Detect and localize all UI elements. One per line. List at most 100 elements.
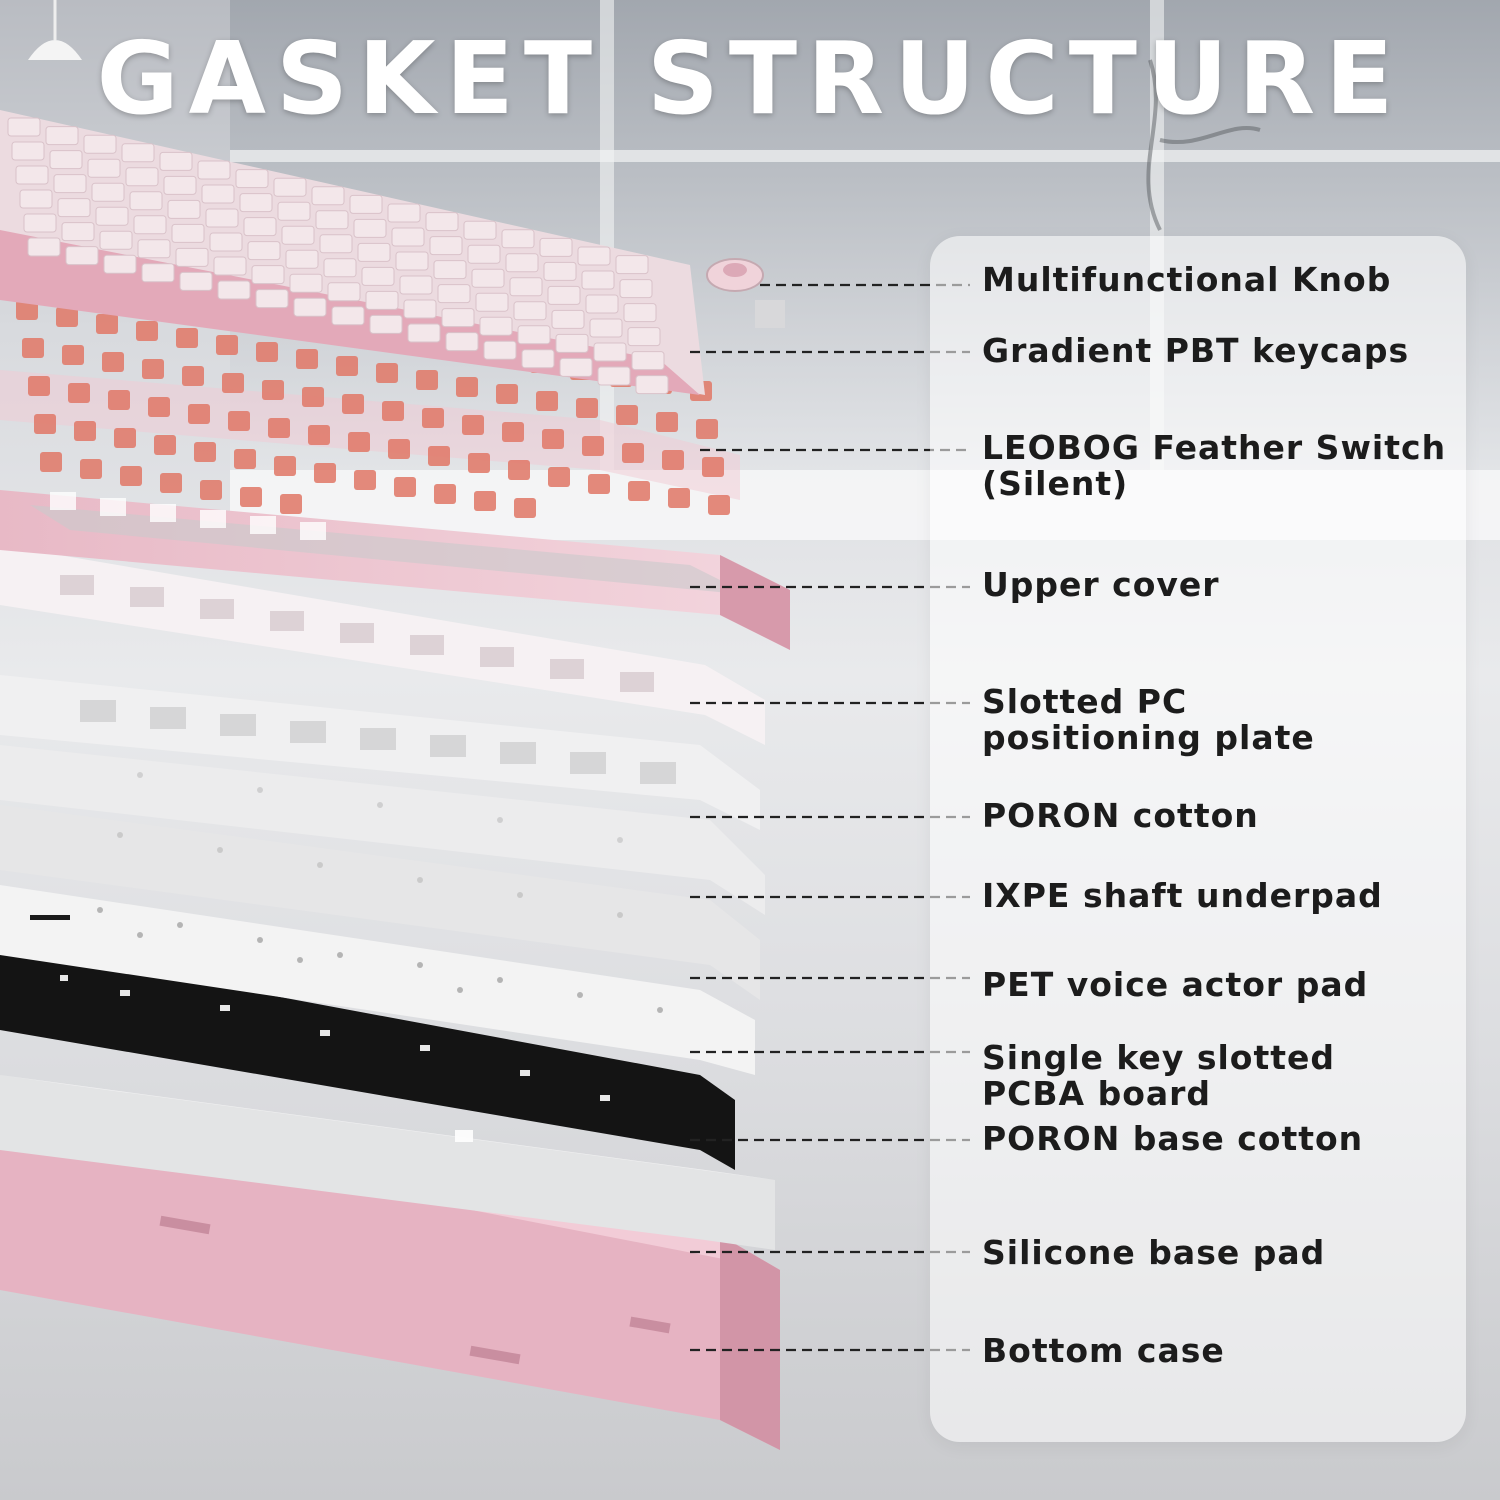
switch <box>342 394 364 414</box>
switch <box>62 345 84 365</box>
keycap <box>312 187 344 205</box>
keycap <box>358 243 390 261</box>
keycap <box>332 307 364 325</box>
keycap <box>24 214 56 232</box>
callout-pcba: Single key slotted PCBA board <box>982 1040 1452 1112</box>
switch <box>456 377 478 397</box>
keycap <box>362 267 394 285</box>
keycap <box>286 250 318 268</box>
switch <box>428 446 450 466</box>
keycap <box>126 168 158 186</box>
keycap <box>578 247 610 265</box>
switch <box>80 459 102 479</box>
callout-knob: Multifunctional Knob <box>982 262 1452 298</box>
switch <box>34 414 56 434</box>
switch <box>662 450 684 470</box>
switch <box>120 466 142 486</box>
switch <box>434 484 456 504</box>
keycap <box>552 310 584 328</box>
switch <box>536 391 558 411</box>
keycap <box>54 175 86 193</box>
keycap <box>164 176 196 194</box>
switch <box>514 498 536 518</box>
keycap <box>282 226 314 244</box>
switch <box>628 481 650 501</box>
callout-keycaps: Gradient PBT keycaps <box>982 333 1452 369</box>
keycap <box>50 151 82 169</box>
keycap <box>388 204 420 222</box>
keycap <box>514 302 546 320</box>
keycap <box>408 324 440 342</box>
switch <box>462 415 484 435</box>
keycap <box>396 252 428 270</box>
switch <box>194 442 216 462</box>
keycap <box>522 350 554 368</box>
keycap <box>400 276 432 294</box>
keycap <box>104 255 136 273</box>
keycap <box>366 291 398 309</box>
keycap <box>548 286 580 304</box>
keycap <box>616 256 648 274</box>
switch <box>108 390 130 410</box>
keycap <box>274 178 306 196</box>
switch <box>68 383 90 403</box>
switch <box>708 495 730 515</box>
keycap <box>96 207 128 225</box>
keycap <box>594 343 626 361</box>
switch <box>216 335 238 355</box>
switch <box>576 398 598 418</box>
keycap <box>446 333 478 351</box>
keycap <box>544 262 576 280</box>
keycap <box>324 259 356 277</box>
switch <box>656 412 678 432</box>
switch <box>376 363 398 383</box>
keycap <box>468 245 500 263</box>
switch <box>502 422 524 442</box>
switch <box>142 359 164 379</box>
switch <box>154 435 176 455</box>
switch <box>394 477 416 497</box>
keycap <box>12 142 44 160</box>
switch <box>468 453 490 473</box>
keycap <box>464 221 496 239</box>
switch <box>348 432 370 452</box>
keycap <box>122 144 154 162</box>
keycap <box>354 219 386 237</box>
keycap <box>598 367 630 385</box>
keycap <box>252 266 284 284</box>
keycap <box>392 228 424 246</box>
switch <box>268 418 290 438</box>
switch <box>508 460 530 480</box>
keycap <box>540 238 572 256</box>
keycap <box>202 185 234 203</box>
keycap <box>248 242 280 260</box>
keycap <box>294 298 326 316</box>
switch <box>308 425 330 445</box>
keycap <box>180 272 212 290</box>
keycap <box>484 341 516 359</box>
keycap <box>624 304 656 322</box>
keycap <box>172 224 204 242</box>
switch <box>262 380 284 400</box>
keycap <box>176 248 208 266</box>
callout-ixpe-underpad: IXPE shaft underpad <box>982 878 1452 914</box>
switch <box>74 421 96 441</box>
keycap <box>632 352 664 370</box>
switch <box>496 384 518 404</box>
switch <box>200 480 222 500</box>
keycap <box>142 264 174 282</box>
keycap <box>256 290 288 308</box>
keycap <box>442 309 474 327</box>
keycap <box>92 183 124 201</box>
keycap <box>518 326 550 344</box>
keycap <box>560 358 592 376</box>
switch <box>188 404 210 424</box>
switch <box>280 494 302 514</box>
switch <box>222 373 244 393</box>
callout-poron-cotton: PORON cotton <box>982 798 1452 834</box>
switch <box>28 376 50 396</box>
switch <box>474 491 496 511</box>
keycap <box>244 218 276 236</box>
keycap <box>290 274 322 292</box>
switch <box>102 352 124 372</box>
